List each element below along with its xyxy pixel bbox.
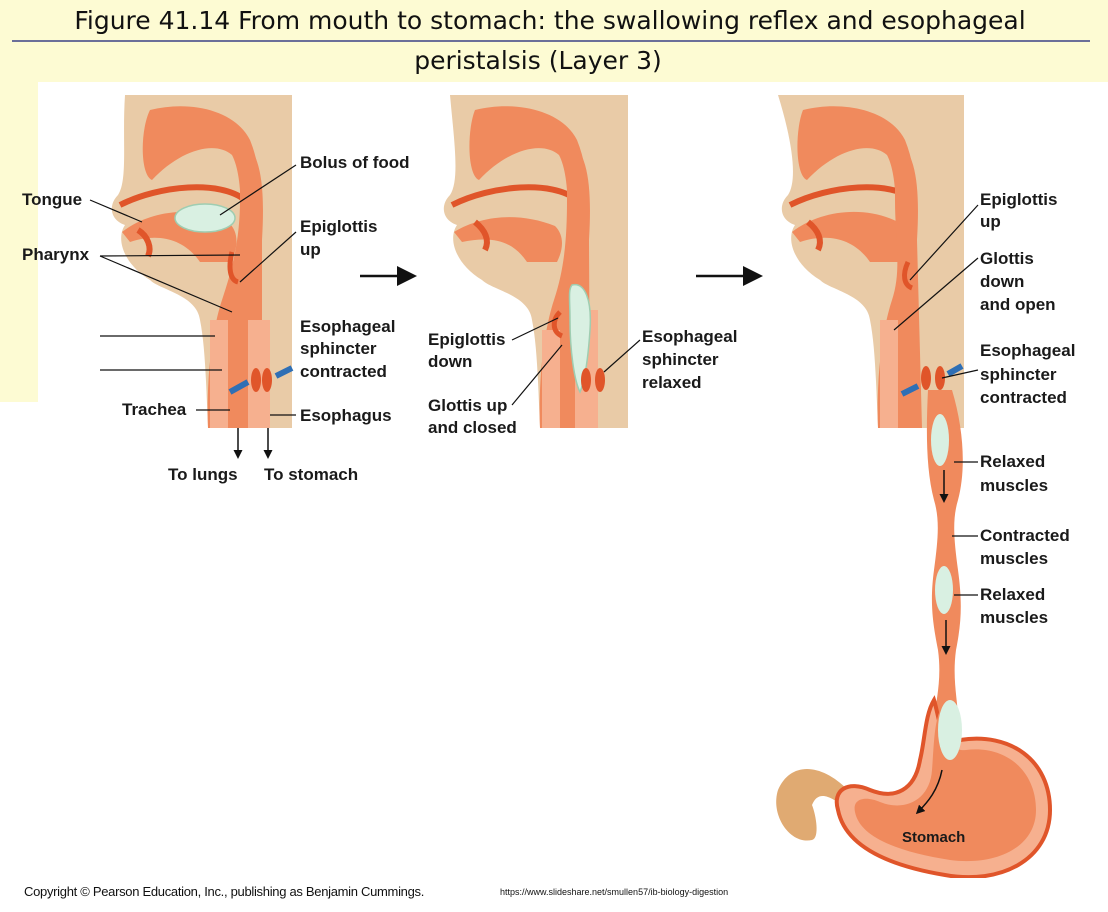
label-sphincter-3: relaxed: [642, 373, 702, 392]
label-epiglottis-1: Epiglottis: [428, 330, 505, 349]
panel-1-head: [111, 95, 294, 459]
nasal-cavity: [469, 106, 588, 230]
left-banner-strip: [0, 82, 38, 402]
label-sphincter-1: Esophageal: [980, 341, 1075, 360]
label-to-stomach: To stomach: [264, 465, 358, 484]
label-sphincter-2: sphincter: [980, 365, 1057, 384]
epiglottis-shape: [902, 260, 914, 291]
label-glottis-1: Glottis up: [428, 396, 507, 415]
label-relaxed-2b: muscles: [980, 608, 1048, 627]
label-glottis-3: and open: [980, 295, 1056, 314]
epiglottis-shape: [551, 310, 564, 339]
label-relaxed-2a: Relaxed: [980, 585, 1045, 604]
uvula: [136, 227, 153, 258]
label-sphincter-1: Esophageal: [300, 317, 395, 336]
blue-arrow-right: [274, 365, 294, 379]
bolus-shape: [174, 203, 236, 233]
label-esophagus: Esophagus: [300, 406, 392, 425]
bolus-stomach: [938, 700, 962, 760]
label-contracted-b: muscles: [980, 549, 1048, 568]
sphincter-right: [935, 366, 945, 390]
sphincter-left: [251, 368, 261, 392]
label-epiglottis-1: Epiglottis: [300, 217, 377, 236]
label-sphincter-2: sphincter: [642, 350, 719, 369]
label-sphincter-3: contracted: [980, 388, 1067, 407]
title-rule: [12, 40, 1090, 42]
panel-1-labels: Bolus of food Tongue Pharynx Epiglottis …: [22, 153, 410, 484]
stomach-inner: [854, 710, 1036, 862]
epiglottis-shape: [227, 251, 239, 285]
tongue-shape: [792, 211, 907, 262]
source-url: https://www.slideshare.net/smullen57/ib-…: [500, 887, 729, 897]
blue-arrow-left: [900, 383, 920, 397]
bolus-shape: [568, 284, 592, 394]
label-glottis-1: Glottis: [980, 249, 1034, 268]
label-sphincter-3: contracted: [300, 362, 387, 381]
label-bolus: Bolus of food: [300, 153, 410, 172]
label-epiglottis-2: up: [980, 212, 1001, 231]
figure-subtitle: peristalsis (Layer 3): [414, 46, 662, 75]
label-epiglottis-2: down: [428, 352, 472, 371]
copyright-text: Copyright © Pearson Education, Inc., pub…: [24, 884, 425, 899]
nasal-cavity: [142, 106, 261, 230]
label-glottis-2: down: [980, 272, 1024, 291]
label-sphincter-1: Esophageal: [642, 327, 737, 346]
sphincter-right: [595, 368, 605, 392]
label-to-lungs: To lungs: [168, 465, 238, 484]
sphincter-left: [581, 368, 591, 392]
panel-2-head: [443, 95, 628, 428]
figure-title: Figure 41.14 From mouth to stomach: the …: [74, 6, 1026, 35]
label-pharynx: Pharynx: [22, 245, 90, 264]
uvula: [806, 219, 823, 252]
label-epiglottis-2: up: [300, 240, 321, 259]
uvula: [473, 219, 490, 252]
palate: [118, 184, 247, 208]
esophagus-wall: [926, 390, 963, 720]
panel-2-leaders: [511, 317, 641, 406]
blue-arrow-left: [228, 379, 250, 395]
label-epiglottis-1: Epiglottis: [980, 190, 1057, 209]
trachea-tube: [542, 330, 560, 428]
trachea-tube: [210, 320, 228, 428]
panel-3-labels: Epiglottis up Glottis down and open Esop…: [902, 190, 1075, 846]
label-sphincter-2: sphincter: [300, 339, 377, 358]
nasal-cavity: [797, 106, 916, 230]
footer: [0, 878, 1108, 912]
panel-1-leaders: [89, 164, 297, 416]
label-stomach: Stomach: [902, 829, 965, 846]
panel-3-leaders: [893, 204, 979, 596]
label-relaxed-1a: Relaxed: [980, 452, 1045, 471]
blue-arrow-right: [946, 363, 964, 377]
label-contracted-a: Contracted: [980, 526, 1070, 545]
trachea-tube: [880, 320, 898, 428]
label-tongue: Tongue: [22, 190, 82, 209]
bolus-middle: [935, 566, 953, 614]
label-relaxed-1b: muscles: [980, 476, 1048, 495]
label-glottis-2: and closed: [428, 418, 517, 437]
sphincter-left: [921, 366, 931, 390]
sphincter-right: [262, 368, 272, 392]
bolus-upper: [931, 414, 949, 466]
panel-3-head: [778, 95, 964, 428]
stomach-shape: [776, 695, 1053, 880]
esophagus-peristalsis: [926, 390, 963, 720]
label-trachea: Trachea: [122, 400, 187, 419]
duodenum: [776, 769, 848, 841]
panel-2-labels: Epiglottis down Glottis up and closed Es…: [428, 327, 737, 437]
